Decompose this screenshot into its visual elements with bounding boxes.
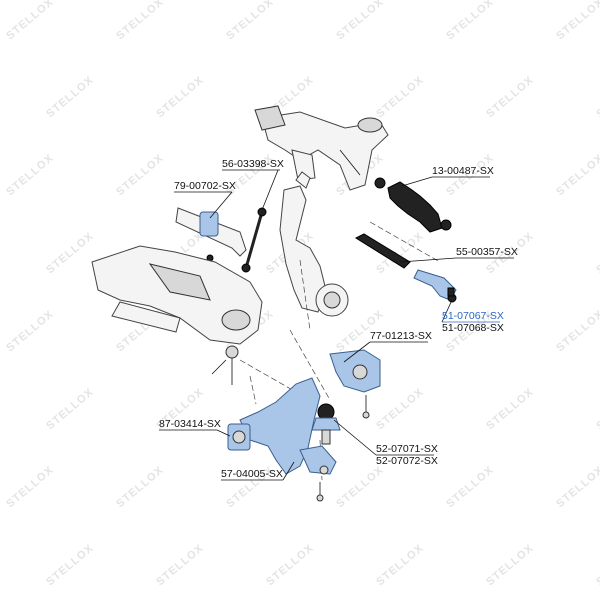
watermark-logo: STELLOX: [44, 386, 96, 432]
watermark-logo: STELLOX: [484, 74, 536, 120]
watermark-logo: STELLOX: [594, 386, 600, 432]
watermark-logo: STELLOX: [334, 0, 386, 42]
watermark-logo: STELLOX: [114, 464, 166, 510]
watermark-logo: STELLOX: [44, 230, 96, 276]
leader-lines: [209, 169, 457, 481]
watermark-logo: STELLOX: [334, 464, 386, 510]
watermark-logo: STELLOX: [264, 542, 316, 588]
watermark-logo: STELLOX: [444, 0, 496, 42]
label-52-07071[interactable]: 52-07071-SX: [376, 443, 438, 455]
label-87-03414[interactable]: 87-03414-SX: [159, 418, 221, 430]
watermark-logo: STELLOX: [4, 152, 56, 198]
label-57-04005[interactable]: 57-04005-SX: [221, 468, 283, 480]
bolts: [316, 395, 370, 502]
watermark-logo: STELLOX: [154, 74, 206, 120]
steering-rack: [254, 105, 389, 191]
bushing: [227, 423, 251, 451]
label-79-00702[interactable]: 79-00702-SX: [174, 180, 236, 192]
watermark-logo: STELLOX: [484, 386, 536, 432]
watermark-logo: STELLOX: [374, 74, 426, 120]
watermark-logo: STELLOX: [374, 386, 426, 432]
label-51-07067[interactable]: 51-07067-SX: [442, 310, 504, 322]
lower-control-arm: [239, 377, 337, 475]
inner-tie-rod: [354, 221, 441, 269]
label-51-07068[interactable]: 51-07068-SX: [442, 322, 504, 334]
watermark-logo: STELLOX: [554, 464, 600, 510]
label-55-00357[interactable]: 55-00357-SX: [456, 246, 518, 258]
label-56-03398[interactable]: 56-03398-SX: [222, 158, 284, 170]
watermark-logo: STELLOX: [594, 74, 600, 120]
watermark-logo: STELLOX: [594, 230, 600, 276]
stabilizer-link: [241, 207, 267, 273]
label-52-07072[interactable]: 52-07072-SX: [376, 455, 438, 467]
label-13-00487[interactable]: 13-00487-SX: [432, 165, 494, 177]
watermark-logo: STELLOX: [554, 152, 600, 198]
rear-bushing: [329, 349, 381, 393]
watermark-logo: STELLOX: [154, 542, 206, 588]
watermark-logo: STELLOX: [114, 152, 166, 198]
rack-boot: [374, 177, 452, 233]
knuckle: [279, 171, 349, 317]
watermark-logo: STELLOX: [4, 464, 56, 510]
watermark-logo: STELLOX: [374, 542, 426, 588]
watermark-logo: STELLOX: [4, 308, 56, 354]
watermark-logo: STELLOX: [114, 0, 166, 42]
watermark-logo: STELLOX: [444, 464, 496, 510]
watermark-logo: STELLOX: [484, 542, 536, 588]
watermark-logo: STELLOX: [224, 0, 276, 42]
tie-rod-end-highlighted: [413, 269, 457, 303]
watermark-logo: STELLOX: [44, 542, 96, 588]
part-labels: 56-03398-SX 79-00702-SX 13-00487-SX 55-0…: [159, 158, 518, 481]
watermark-logo: STELLOX: [594, 542, 600, 588]
label-77-01213[interactable]: 77-01213-SX: [370, 330, 432, 342]
watermark-logo: STELLOX: [554, 0, 600, 42]
parts-drawing: [91, 105, 457, 502]
watermark-logo: STELLOX: [44, 74, 96, 120]
ball-joint: [311, 403, 341, 445]
watermark-logo: STELLOX: [4, 0, 56, 42]
subframe: [91, 245, 263, 385]
watermark-logo: STELLOX: [554, 308, 600, 354]
